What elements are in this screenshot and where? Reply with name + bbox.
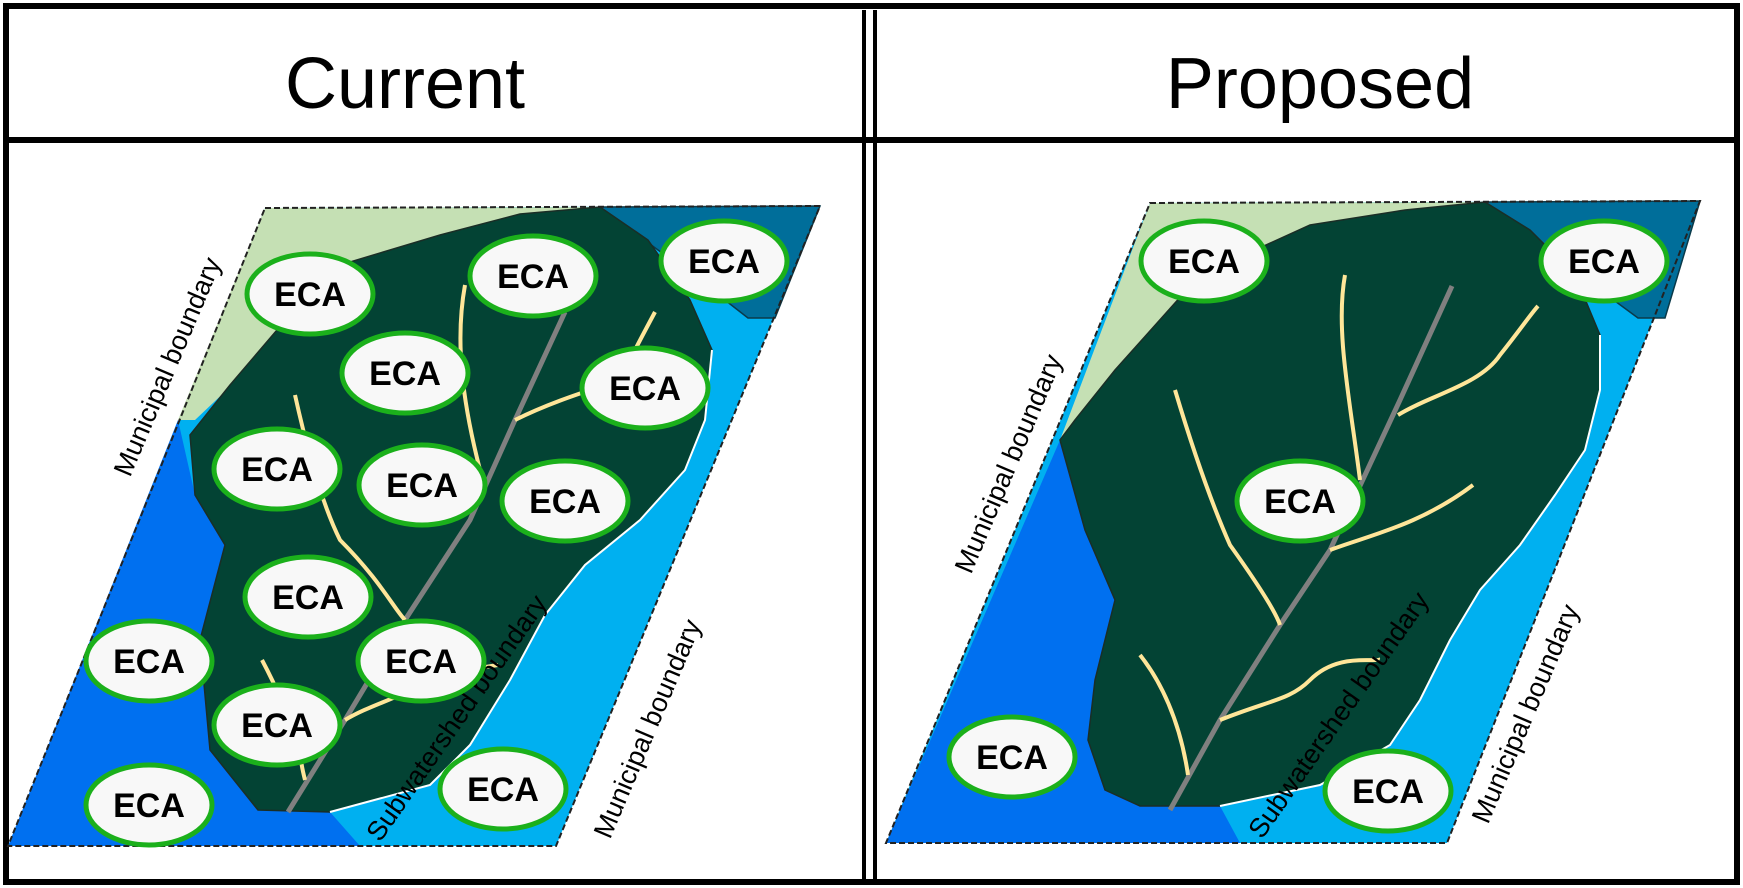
eca-label: ECA — [529, 483, 601, 521]
eca-label: ECA — [1264, 483, 1336, 521]
eca-label: ECA — [1352, 773, 1424, 811]
eca-marker: ECA — [579, 345, 711, 431]
current-panel-title: Current — [285, 44, 525, 124]
eca-label: ECA — [274, 276, 346, 314]
proposed-panel-map: Municipal boundary Subwatershed boundary… — [884, 199, 1702, 844]
eca-label: ECA — [385, 643, 457, 681]
eca-marker: ECA — [83, 762, 215, 848]
eca-marker: ECA — [1538, 218, 1670, 304]
eca-label: ECA — [386, 467, 458, 505]
proposed-panel-title: Proposed — [1166, 44, 1474, 124]
eca-label: ECA — [497, 258, 569, 296]
eca-marker: ECA — [244, 251, 376, 337]
eca-label: ECA — [688, 243, 760, 281]
current-panel-map: Municipal boundary Subwatershed boundary… — [6, 204, 822, 848]
eca-label: ECA — [609, 370, 681, 408]
eca-marker: ECA — [355, 618, 487, 704]
eca-label: ECA — [113, 643, 185, 681]
eca-marker: ECA — [1234, 458, 1366, 544]
eca-marker: ECA — [83, 618, 215, 704]
diagram-frame — [3, 3, 1740, 885]
tributaries — [1138, 274, 1540, 776]
eca-label: ECA — [467, 771, 539, 809]
eca-marker: ECA — [946, 714, 1078, 800]
eca-marker: ECA — [658, 218, 790, 304]
eca-marker: ECA — [356, 442, 488, 528]
eca-label: ECA — [1168, 243, 1240, 281]
eca-label: ECA — [369, 355, 441, 393]
eca-marker: ECA — [1138, 218, 1270, 304]
eca-marker: ECA — [1322, 748, 1454, 834]
eca-label: ECA — [272, 579, 344, 617]
eca-label: ECA — [241, 451, 313, 489]
eca-marker: ECA — [499, 458, 631, 544]
eca-marker: ECA — [437, 746, 569, 832]
municipal-boundary-outline — [6, 204, 822, 847]
eca-marker: ECA — [339, 330, 471, 416]
eca-label: ECA — [113, 787, 185, 825]
eca-label: ECA — [976, 739, 1048, 777]
eca-marker: ECA — [211, 682, 343, 768]
eca-marker: ECA — [242, 554, 374, 640]
eca-label: ECA — [241, 707, 313, 745]
eca-marker: ECA — [467, 233, 599, 319]
main-river — [1167, 284, 1455, 812]
eca-marker: ECA — [211, 426, 343, 512]
eca-label: ECA — [1568, 243, 1640, 281]
